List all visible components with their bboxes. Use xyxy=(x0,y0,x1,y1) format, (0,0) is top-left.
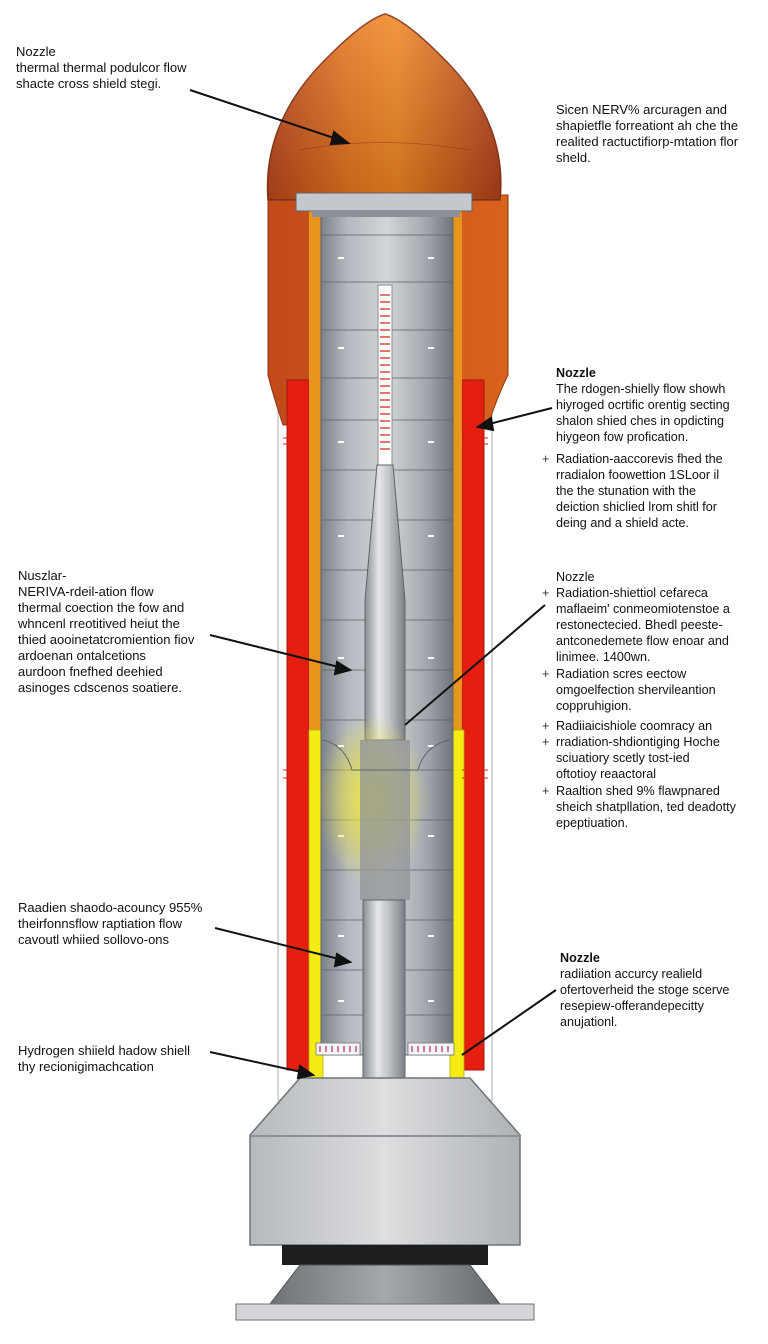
bullet-line: the the stunation with the xyxy=(556,484,697,498)
bullet-line: deing and a shield acte. xyxy=(556,516,690,530)
label-right-1-line: hiyroged ocrtific orentig secting xyxy=(556,398,730,412)
leader-arrows xyxy=(189,89,557,1080)
bullet-line: rradiation-shdiontiging Hoche xyxy=(556,735,720,749)
shield-plate-right xyxy=(407,1042,455,1056)
label-top-left-line: thermal thermal podulcor flow xyxy=(16,60,187,75)
label-left-1-line: aurdoon fnefhed deehied xyxy=(18,664,163,679)
bullet-line: Radiation-shiettiol cefareca xyxy=(556,586,708,600)
label-right-2-bullet-3: + Radiiaicishiole coomracy an xyxy=(542,719,713,733)
label-left-3-line: Hydrogen shiield hadow shiell xyxy=(18,1043,190,1058)
label-right-3-line: ofertoverheid the stoge scerve xyxy=(560,983,730,997)
bullet-line: coppruhigion. xyxy=(556,699,632,713)
label-top-right: Sicen NERV% arcuragen and shapietfle for… xyxy=(556,102,738,166)
label-right-1-line: hiygeon fow profication. xyxy=(556,430,689,444)
bullet-line: Radiation scres eectow xyxy=(556,667,687,681)
red-shield-right xyxy=(461,379,485,1071)
label-right-1-line: shalon shied ches in opdicting xyxy=(556,414,725,428)
label-top-right-line: realited ractuctifiorp-mtation flor xyxy=(556,134,739,149)
reactor-core xyxy=(360,740,410,900)
bullet-line: linimee. 1400wn. xyxy=(556,650,651,664)
label-right-2-head: Nozzle xyxy=(556,570,595,584)
label-right-3-head: Nozzle xyxy=(560,951,600,965)
label-left-1-line: asinoges cdscenos soatiere. xyxy=(18,680,183,695)
red-shield-left xyxy=(286,379,310,1071)
label-top-right-line: shapietfle forreationt ah che the xyxy=(556,118,739,133)
base-plate xyxy=(235,1303,535,1321)
label-left-1-line: thied aooinetatcromiention fiov xyxy=(18,632,195,647)
label-left-1-line: ardoenan ontalcetions xyxy=(18,648,146,663)
label-right-2-bullet-1: + Radiation-shiettiol cefareca maflaeim'… xyxy=(542,586,730,664)
base-foot xyxy=(268,1264,502,1305)
casing-bands xyxy=(283,437,488,779)
label-left-1: Nuszlar- NERIVA-rdeil-ation flow thermal… xyxy=(18,568,194,696)
bullet-line: antconedemete flow enoar and xyxy=(556,634,729,648)
base-housing xyxy=(249,1077,521,1246)
bullet-line: rradialon foowettion 1SLoor il xyxy=(556,468,720,482)
label-right-3-line: anujationl. xyxy=(560,1015,618,1029)
label-top-right-line: Sicen NERV% arcuragen and xyxy=(556,102,728,117)
label-left-1-line: whncenl rreotitived heiut the xyxy=(18,616,180,631)
label-left-3: Hydrogen shiield hadow shiell thy recion… xyxy=(18,1043,190,1075)
bullet-line: epeptiuation. xyxy=(556,816,629,830)
label-left-1-line: Nuszlar- xyxy=(18,568,67,583)
label-left-1-line: NERIVA-rdeil-ation flow xyxy=(18,584,154,599)
bullet-line: oftotioy reaactoral xyxy=(556,767,657,781)
label-right-2-bullet-4: + rradiation-shdiontiging Hoche sciuatio… xyxy=(542,735,720,781)
label-left-2: Raadien shaodo-acouncy 955% theirfonnsfl… xyxy=(18,900,202,948)
label-right-1-line: The rdogen-shielly flow showh xyxy=(556,382,726,396)
bullet-line: sciuatiory scetly tost-ied xyxy=(556,751,690,765)
bullet-line: Raaltion shed 9% flawpnared xyxy=(556,784,720,798)
label-left-2-line: Raadien shaodo-acouncy 955% xyxy=(18,900,203,915)
label-left-2-line: cavoutl whiied sollovo-ons xyxy=(18,932,170,947)
label-left-1-line: thermal coection the fow and xyxy=(18,600,185,615)
label-right-1-head: Nozzle xyxy=(556,366,596,380)
label-right-3-line: resepiew-offerandepecitty xyxy=(560,999,704,1013)
label-top-right-line: sheld. xyxy=(556,150,591,165)
label-left-3-line: thy recionigimachcation xyxy=(18,1059,154,1074)
label-top-left: Nozzle thermal thermal podulcor flow sha… xyxy=(16,44,187,92)
temperature-gauge xyxy=(377,284,393,466)
label-top-left-line: shacte cross shield stegi. xyxy=(16,76,162,91)
label-left-2-line: theirfonnsflow raptiation flow xyxy=(18,916,183,931)
top-flange xyxy=(295,192,473,212)
bullet-line: sheich shatpllation, ted deadotty xyxy=(556,800,736,814)
bullet-line: deiction shiclied lrom shitl for xyxy=(556,500,717,514)
base-collar xyxy=(282,1245,488,1265)
label-right-2-bullet-5: + Raaltion shed 9% flawpnared sheich sha… xyxy=(542,784,736,830)
bullet-line: restonectecied. Bhedl peeste- xyxy=(556,618,723,632)
label-right-1-bullet: + Radiation-aaccorevis fhed the rradialo… xyxy=(542,452,723,530)
label-right-3: Nozzle radiiation accurcy realield ofert… xyxy=(560,950,729,1030)
label-right-1: Nozzle The rdogen-shielly flow showh hiy… xyxy=(556,365,730,445)
bullet-line: maflaeim' conmeomiotenstoe a xyxy=(556,602,730,616)
bullet-line: Radiiaicishiole coomracy an xyxy=(556,719,713,733)
bullet-line: omgoelfection shervileantion xyxy=(556,683,716,697)
label-right-3-line: radiiation accurcy realield xyxy=(560,967,703,981)
label-right-2-bullet-2: + Radiation scres eectow omgoelfection s… xyxy=(542,667,716,713)
bullet-line: Radiation-aaccorevis fhed the xyxy=(556,452,723,466)
label-top-left-head: Nozzle xyxy=(16,44,56,59)
